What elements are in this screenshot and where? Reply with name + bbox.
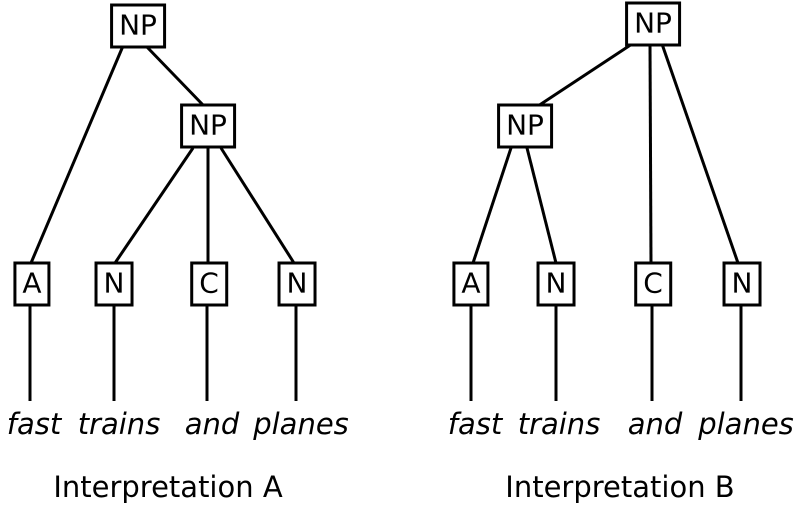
tree-b-leaf-a-node: A (452, 261, 490, 307)
tree-b-root-np-node: NP (625, 1, 681, 47)
edge-a-root-to-np2 (144, 44, 206, 108)
tree-b-leaf-n2-node: N (722, 261, 762, 307)
tree-a-root-np-node: NP (110, 3, 166, 49)
tree-b-word-planes: planes (698, 407, 794, 441)
tree-b-word-trains: trains (517, 407, 601, 441)
edge-b-np2-to-a (471, 147, 513, 264)
tree-b-leaf-n1-node: N (536, 261, 576, 307)
tree-a-leaf-n2-node: N (277, 261, 317, 307)
tree-a-word-and: and (184, 407, 240, 441)
edge-b-root-to-np2 (537, 42, 633, 108)
edge-b-root-to-n2 (660, 43, 740, 264)
tree-a-word-fast: fast (6, 407, 62, 441)
tree-b-word-and: and (627, 407, 683, 441)
edge-b-root-to-c (648, 43, 653, 264)
edge-a-root-to-a (29, 45, 125, 264)
tree-a-word-planes: planes (253, 407, 349, 441)
edge-a-np2-to-n1 (113, 147, 195, 264)
tree-a-word-trains: trains (77, 407, 161, 441)
edge-b-np2-to-n1 (525, 147, 558, 264)
tree-b-leaf-c-node: C (634, 261, 672, 307)
tree-b-word-fast: fast (447, 407, 503, 441)
tree-a-inner-np-node: NP (180, 103, 236, 149)
tree-b-caption: Interpretation B (505, 470, 735, 504)
tree-a-leaf-n1-node: N (94, 261, 134, 307)
edge-a-np2-to-n2 (219, 147, 296, 264)
tree-a-leaf-a-node: A (13, 261, 51, 307)
tree-a-leaf-c-node: C (190, 261, 228, 307)
tree-a-caption: Interpretation A (53, 470, 283, 504)
tree-b-inner-np-node: NP (497, 103, 553, 149)
